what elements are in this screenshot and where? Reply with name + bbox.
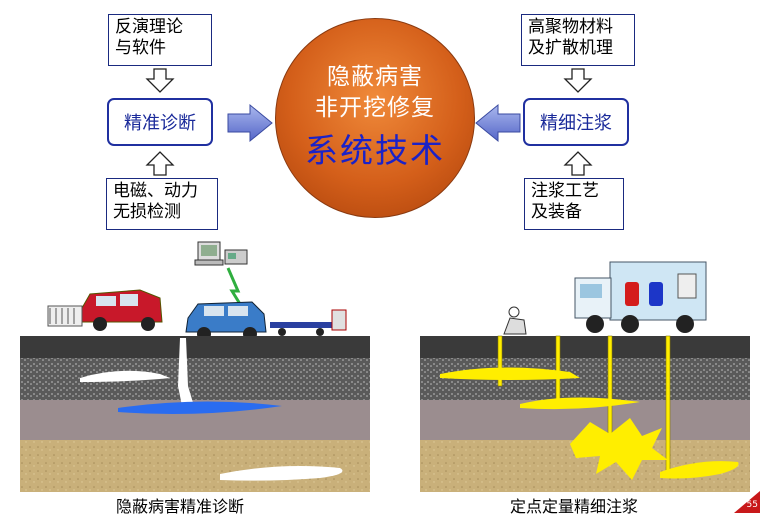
fine-grouting-label: 精细注浆 xyxy=(540,109,612,135)
nondestructive-testing-box: 电磁、动力 无损检测 xyxy=(106,178,218,230)
inversion-theory-line2: 与软件 xyxy=(115,38,205,59)
right-arrow-icon xyxy=(226,103,274,143)
central-technology-circle: 隐蔽病害 非开挖修复 系统技术 xyxy=(275,18,475,218)
inversion-theory-line1: 反演理论 xyxy=(115,17,205,38)
page-number: 55 xyxy=(747,500,758,510)
fine-grouting-box: 精细注浆 xyxy=(523,98,629,146)
inversion-theory-box: 反演理论 与软件 xyxy=(108,14,212,66)
blue-car-icon xyxy=(186,302,266,341)
page-number-badge: 55 xyxy=(734,491,760,513)
red-car-icon xyxy=(80,290,162,331)
radar-trailer-icon xyxy=(270,310,346,336)
hollow-up-arrow-left-bottom xyxy=(145,150,175,176)
grouting-illustration xyxy=(420,236,750,492)
center-line2: 非开挖修复 xyxy=(315,93,435,124)
center-line3: 系统技术 xyxy=(305,128,445,174)
control-unit-icon xyxy=(225,250,247,264)
hollow-down-arrow-right-top xyxy=(563,68,593,94)
polymer-materials-box: 高聚物材料 及扩散机理 xyxy=(521,14,635,66)
precise-diagnosis-label: 精准诊断 xyxy=(124,109,196,135)
diagnosis-illustration xyxy=(20,236,370,492)
diagnosis-caption: 隐蔽病害精准诊断 xyxy=(116,493,244,517)
precise-diagnosis-box: 精准诊断 xyxy=(107,98,213,146)
grouting-process-box: 注浆工艺 及装备 xyxy=(524,178,624,230)
center-line1: 隐蔽病害 xyxy=(327,62,423,93)
nondestructive-testing-line2: 无损检测 xyxy=(113,202,211,223)
nondestructive-testing-line1: 电磁、动力 xyxy=(113,181,211,202)
hollow-up-arrow-right-bottom xyxy=(563,150,593,176)
left-arrow-icon xyxy=(474,103,522,143)
hollow-down-arrow-left-top xyxy=(145,68,175,94)
sensor-array-icon xyxy=(48,306,82,326)
laptop-icon xyxy=(195,242,223,265)
grouting-truck-icon xyxy=(575,262,706,333)
worker-icon xyxy=(504,307,526,334)
signal-arrow xyxy=(228,268,240,304)
grouting-caption: 定点定量精细注浆 xyxy=(510,493,638,517)
grouting-process-line2: 及装备 xyxy=(531,202,617,223)
polymer-materials-line1: 高聚物材料 xyxy=(528,17,628,38)
polymer-materials-line2: 及扩散机理 xyxy=(528,38,628,59)
grouting-process-line1: 注浆工艺 xyxy=(531,181,617,202)
